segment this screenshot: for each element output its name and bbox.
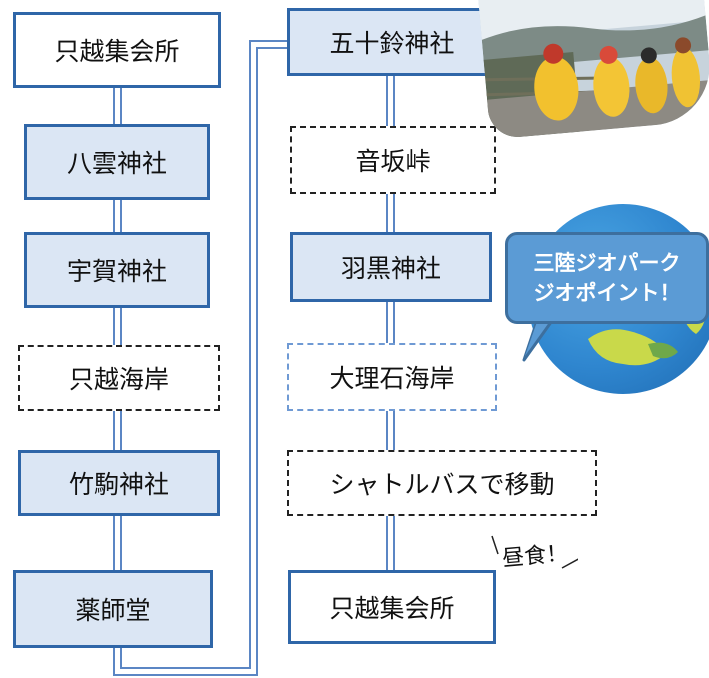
link-path-outer <box>113 47 288 676</box>
right-node-4-label: 大理石海岸 <box>329 364 455 393</box>
lunch-note: 昼食！ <box>488 528 578 582</box>
link-path-inner <box>120 40 288 669</box>
left-node-2: 八雲神社 <box>24 124 210 200</box>
right-node-3: 羽黒神社 <box>290 232 492 302</box>
right-node-1-label: 五十鈴神社 <box>329 29 455 58</box>
callout-tail <box>522 318 556 362</box>
left-node-4-label: 只越海岸 <box>68 365 169 394</box>
right-node-3-label: 羽黒神社 <box>340 254 441 283</box>
right-node-5: シャトルバスで移動 <box>287 450 597 516</box>
geopoint-callout-line1: 三陸ジオパーク <box>533 251 681 275</box>
left-node-5: 竹駒神社 <box>18 450 220 516</box>
left-node-6: 薬師堂 <box>13 570 213 648</box>
right-node-2-label: 音坂峠 <box>355 147 431 176</box>
right-node-5-label: シャトルバスで移動 <box>329 470 555 499</box>
right-node-6: 只越集会所 <box>288 570 496 644</box>
left-node-5-label: 竹駒神社 <box>68 470 169 499</box>
right-node-1: 五十鈴神社 <box>287 8 497 76</box>
lunch-note-strokes <box>491 535 578 569</box>
left-node-2-label: 八雲神社 <box>66 149 167 178</box>
left-node-6-label: 薬師堂 <box>75 596 151 625</box>
left-node-1-label: 只越集会所 <box>54 37 180 66</box>
left-node-3: 宇賀神社 <box>24 232 210 308</box>
left-node-1: 只越集会所 <box>13 12 221 88</box>
lunch-note-text: 昼食！ <box>501 541 570 572</box>
geopoint-callout-line2: ジオポイント！ <box>533 281 681 305</box>
right-node-4: 大理石海岸 <box>287 343 497 411</box>
left-node-3-label: 宇賀神社 <box>66 257 167 286</box>
right-node-2: 音坂峠 <box>290 126 496 194</box>
geopoint-callout: 三陸ジオパーク ジオポイント！ <box>505 232 709 324</box>
tour-photo-image <box>478 0 709 140</box>
left-node-4: 只越海岸 <box>18 345 220 411</box>
tour-photo <box>478 0 709 140</box>
right-node-6-label: 只越集会所 <box>329 594 455 623</box>
